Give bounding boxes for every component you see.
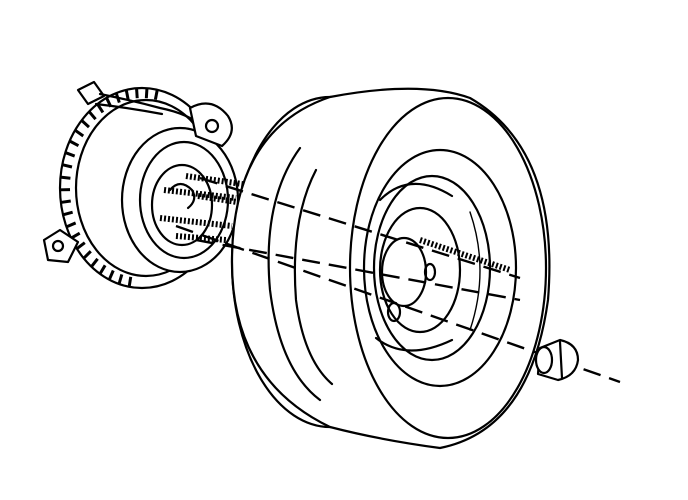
tone-ring-tooth (127, 276, 133, 288)
tone-ring-tooth (64, 151, 76, 158)
tone-ring-tooth (60, 175, 71, 180)
tone-ring-tooth (62, 210, 74, 217)
tone-ring-tooth (74, 128, 85, 138)
tone-ring-tooth (144, 88, 149, 99)
stud-5 (197, 193, 251, 207)
tone-ring-tooth (60, 199, 71, 204)
tone-ring-tooth (98, 264, 107, 275)
wheel-contour-right (469, 211, 481, 331)
tone-ring-tooth (117, 273, 124, 285)
tone-ring-tooth (65, 221, 77, 229)
stud-3 (159, 215, 233, 229)
hub-center-detail (168, 182, 196, 210)
tone-ring-tooth (107, 269, 115, 281)
tone-ring-tooth (68, 139, 80, 148)
center-line-1 (199, 176, 521, 280)
tone-ring-tooth (82, 250, 92, 260)
tire-and-wheel (230, 87, 551, 450)
stud-4 (175, 233, 227, 243)
mounting-hole-bottom (51, 239, 65, 253)
lug-nut-hex-edge (558, 340, 564, 380)
wheel-studs (159, 173, 257, 243)
lug-nut-face (534, 345, 554, 375)
tone-ring-tooth (124, 89, 130, 100)
center-line-3 (195, 238, 521, 302)
sensor-wire-2 (94, 102, 164, 116)
rim-outer (362, 148, 518, 388)
mounting-ear-bottom (42, 228, 80, 264)
wheel-contour-bottom (374, 336, 454, 352)
tone-ring-tooth (90, 257, 99, 268)
wheel-contour-top (378, 182, 454, 202)
tone-ring-tooth (61, 163, 73, 169)
sensor-connector (76, 80, 106, 106)
back-groove-1 (267, 146, 322, 402)
mounting-ear-top (188, 102, 233, 148)
mounting-hole-top (204, 118, 220, 134)
tone-ring-tooth (153, 89, 159, 100)
lug-hole-2 (423, 262, 437, 282)
back-groove-2 (293, 168, 334, 386)
tone-ring-tooth (96, 103, 105, 114)
tone-ring-tooth (75, 241, 86, 250)
tone-ring-tooth (87, 110, 97, 121)
lug-nut (534, 338, 580, 382)
tone-ring-tooth (80, 119, 90, 129)
tone-ring-tooth (135, 88, 139, 99)
hub-and-rotor (42, 80, 240, 290)
wheel-center-bore (380, 236, 428, 308)
